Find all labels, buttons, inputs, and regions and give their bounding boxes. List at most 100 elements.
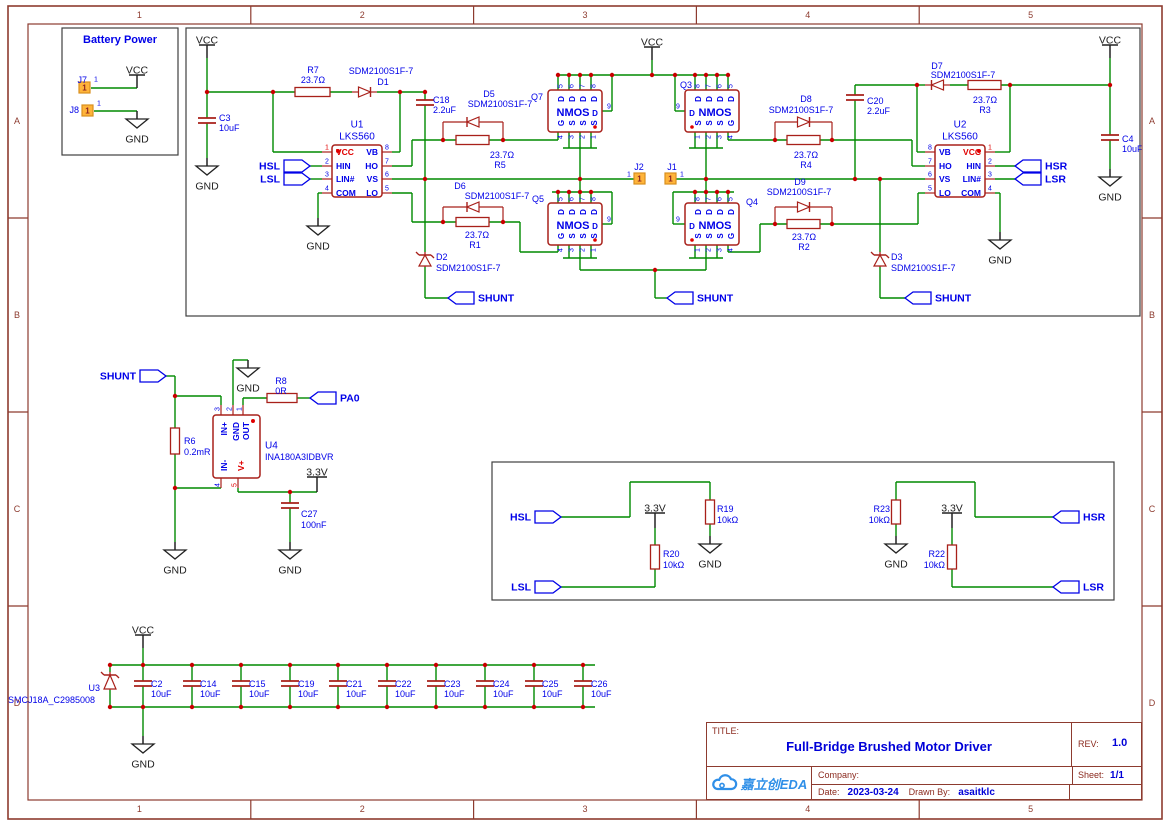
svg-text:INA180A3IDBVR: INA180A3IDBVR [265, 452, 334, 462]
schematic-title[interactable]: Full-Bridge Brushed Motor Driver [786, 739, 992, 754]
capacitor-C19[interactable] [281, 680, 299, 687]
resistor-R23[interactable] [890, 499, 902, 525]
net-flag-shunt[interactable]: SHUNT [903, 291, 972, 305]
svg-text:1: 1 [85, 106, 90, 115]
pad-J7[interactable]: 1 [78, 81, 91, 94]
gnd-symbol[interactable]: GND [162, 542, 188, 577]
gnd-symbol[interactable]: GND [277, 542, 303, 577]
svg-text:1: 1 [694, 248, 701, 252]
capacitor-C14[interactable] [183, 680, 201, 687]
net-flag-lsl[interactable]: LSL [260, 172, 312, 186]
input-pull-box [491, 461, 1115, 601]
svg-text:10kΩ: 10kΩ [924, 560, 946, 570]
capacitor-C26[interactable] [574, 680, 592, 687]
resistor-R19[interactable] [704, 499, 716, 525]
capacitor-C3[interactable] [198, 117, 216, 124]
net-flag-shunt[interactable]: SHUNT [665, 291, 734, 305]
svg-text:D: D [716, 96, 725, 102]
pad-J2[interactable]: 1 [633, 172, 646, 185]
resistor-R8[interactable] [266, 392, 298, 404]
net-flag-lsr[interactable]: LSR [1051, 580, 1104, 594]
v33-symbol[interactable]: 3.3V [941, 503, 963, 528]
svg-text:PA0: PA0 [340, 393, 360, 405]
capacitor-C25[interactable] [525, 680, 543, 687]
capacitor-C22[interactable] [378, 680, 396, 687]
drawn-by-value[interactable]: asaitklc [958, 786, 995, 798]
diode-D1[interactable] [352, 86, 377, 98]
resistor-R3[interactable] [967, 79, 1002, 91]
company-cell[interactable]: Company: [812, 767, 1072, 784]
diode-D9[interactable] [774, 201, 833, 224]
vcc-symbol[interactable]: VCC [1099, 35, 1122, 58]
resistor-R5[interactable] [455, 134, 490, 146]
diode-D8[interactable] [774, 116, 833, 140]
sheet-value[interactable]: 1/1 [1110, 770, 1124, 781]
resistor-R22[interactable] [946, 544, 958, 570]
svg-text:7: 7 [579, 197, 586, 201]
resistor-R4[interactable] [786, 134, 821, 146]
vcc-symbol[interactable]: VCC [641, 37, 664, 60]
resistor-R20[interactable] [649, 544, 661, 570]
resistor-R6[interactable] [169, 427, 181, 455]
net-flag-lsr[interactable]: LSR [1013, 172, 1066, 186]
capacitor-C27[interactable] [281, 502, 299, 509]
gnd-symbol[interactable]: GND [987, 232, 1013, 267]
capacitor-C24[interactable] [476, 680, 494, 687]
net-flag-hsl[interactable]: HSL [510, 510, 563, 524]
capacitor-C2[interactable] [134, 680, 152, 687]
svg-text:HO: HO [365, 161, 378, 171]
capacitor-C4[interactable] [1101, 134, 1119, 141]
pad-J1[interactable]: 1 [664, 172, 677, 185]
gnd-symbol[interactable]: GND [130, 736, 156, 771]
gnd-symbol[interactable]: GND [235, 360, 261, 395]
svg-text:3.3V: 3.3V [306, 467, 328, 479]
resistor-R2[interactable] [786, 218, 821, 230]
date-value[interactable]: 2023-03-24 [847, 786, 899, 798]
net-flag-shunt[interactable]: SHUNT [446, 291, 515, 305]
diode-D7[interactable] [925, 79, 950, 91]
capacitor-C20[interactable] [846, 94, 864, 101]
diode-D5[interactable] [442, 116, 504, 140]
gnd-symbol[interactable]: GND [697, 536, 723, 571]
gnd-symbol[interactable]: GND [305, 218, 331, 253]
diode-D6[interactable] [442, 201, 504, 222]
rev-value[interactable]: 1.0 [1112, 737, 1128, 749]
vcc-symbol[interactable]: VCC [196, 35, 219, 58]
gnd-symbol[interactable]: GND [194, 158, 220, 193]
diode-D2[interactable] [415, 251, 435, 267]
diode-D3[interactable] [870, 251, 890, 267]
vcc-symbol[interactable]: VCC [132, 625, 155, 648]
capacitor-C15[interactable] [232, 680, 250, 687]
svg-text:J7: J7 [77, 75, 87, 85]
capacitor-C18[interactable] [416, 99, 434, 106]
vcc-symbol[interactable]: VCC [126, 65, 149, 88]
v33-symbol[interactable]: 3.3V [644, 503, 666, 528]
pad-J8[interactable]: 1 [81, 104, 94, 117]
net-flag-hsl[interactable]: HSL [259, 159, 312, 173]
net-flag-hsr[interactable]: HSR [1013, 159, 1068, 173]
svg-text:10kΩ: 10kΩ [869, 515, 891, 525]
resistor-R7[interactable] [294, 86, 331, 98]
resistor-R1[interactable] [455, 216, 490, 228]
v33-symbol[interactable]: 3.3V [306, 467, 328, 492]
svg-text:5: 5 [727, 197, 734, 201]
net-flag-hsr[interactable]: HSR [1051, 510, 1106, 524]
diode-U3[interactable] [100, 671, 120, 690]
gnd-symbol[interactable]: GND [1097, 169, 1123, 204]
net-flag-shunt[interactable]: SHUNT [100, 369, 168, 383]
net-flag-lsl[interactable]: LSL [511, 580, 563, 594]
svg-text:U3: U3 [88, 683, 100, 693]
capacitor-C21[interactable] [329, 680, 347, 687]
gnd-symbol[interactable]: GND [124, 111, 150, 146]
net-flag-pa0[interactable]: PA0 [308, 391, 360, 405]
capacitor-C23[interactable] [427, 680, 445, 687]
gnd-symbol[interactable]: GND [883, 536, 909, 571]
